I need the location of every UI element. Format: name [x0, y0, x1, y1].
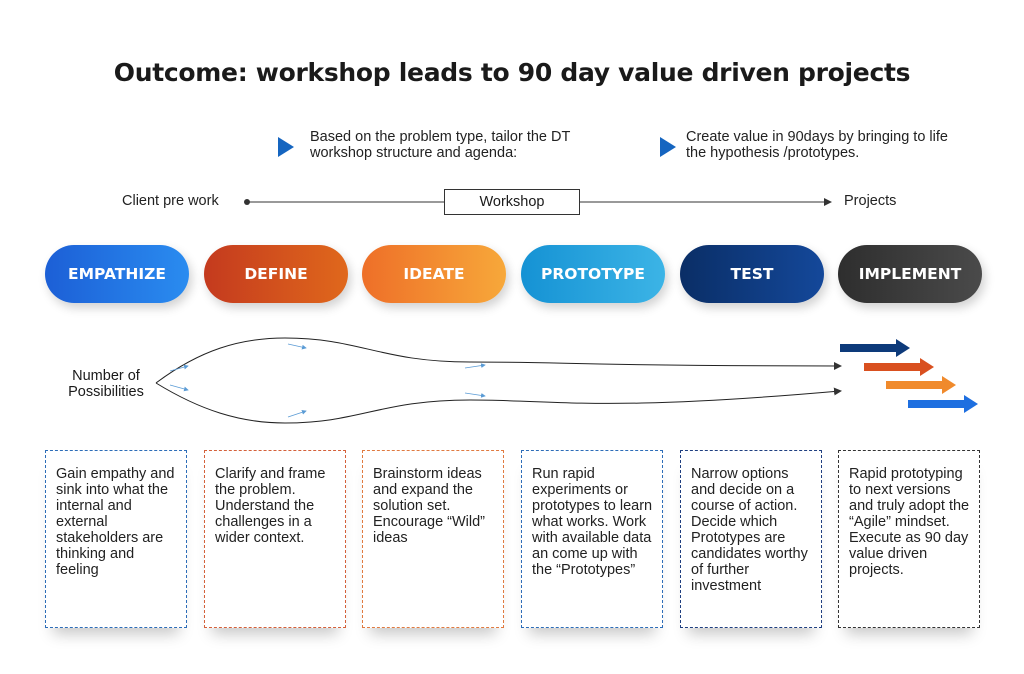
arrow-right-icon	[840, 339, 910, 357]
note-create-value: Create value in 90days by bringing to li…	[686, 129, 948, 161]
arrow-right-icon	[886, 376, 956, 394]
outcome-arrows	[840, 339, 978, 413]
play-triangle-icon	[660, 137, 676, 157]
phase-pill-prototype: PROTOTYPE	[521, 245, 665, 303]
timeline-workshop-box: Workshop	[444, 189, 580, 215]
phase-card-define: Clarify and frame the problem. Understan…	[204, 450, 346, 628]
timeline-end-label: Projects	[844, 193, 897, 209]
timeline-start-label: Client pre work	[122, 193, 219, 209]
note-workshop-structure: Based on the problem type, tailor the DT…	[310, 129, 571, 161]
possibilities-label: Number of Possibilities	[68, 368, 144, 400]
phase-pill-empathize: EMPATHIZE	[45, 245, 189, 303]
inner-flow-arrows	[169, 343, 486, 418]
phase-pill-define: DEFINE	[204, 245, 348, 303]
arrow-right-icon	[864, 358, 934, 376]
phase-pill-ideate: IDEATE	[362, 245, 506, 303]
play-triangle-icon	[278, 137, 294, 157]
phase-pill-test: TEST	[680, 245, 824, 303]
phase-card-implement: Rapid prototyping to next versions and t…	[838, 450, 980, 628]
possibilities-curves	[155, 337, 842, 424]
timeline-line	[244, 198, 832, 206]
phase-card-empathize: Gain empathy and sink into what the inte…	[45, 450, 187, 628]
arrow-right-icon	[908, 395, 978, 413]
phase-card-ideate: Brainstorm ideas and expand the solution…	[362, 450, 504, 628]
phase-card-test: Narrow options and decide on a course of…	[680, 450, 822, 628]
phase-card-prototype: Run rapid experiments or prototypes to l…	[521, 450, 663, 628]
page-title: Outcome: workshop leads to 90 day value …	[113, 58, 911, 87]
phase-pill-implement: IMPLEMENT	[838, 245, 982, 303]
